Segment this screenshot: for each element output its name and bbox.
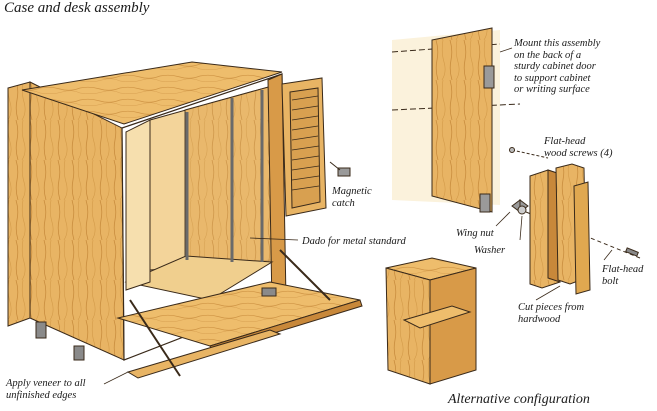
bracket-top [483,65,495,89]
screw-head-icon [509,147,515,153]
desk-support-arm-right [279,249,331,301]
cabinet-inner-right [184,85,273,271]
magnetic-catch-label: Magnetic catch [332,186,372,209]
hinge-desk [261,287,277,297]
mount-label: Mount this assembly on the back of a stu… [514,38,601,95]
wing-nut-label: Wing nut [456,228,494,239]
veneer-strip [126,329,282,379]
cut-pieces-label: Cut pieces from hardwood [518,302,585,325]
main-title: Case and desk assembly [4,0,150,16]
hardwood-pieces [529,163,591,295]
hinge-left [35,321,47,339]
dado-label: Dado for metal standard [302,236,406,247]
cabinet-top [21,61,283,125]
bracket-bottom [479,193,491,213]
door-mount-detail [391,27,521,213]
cabinet-assembly [7,61,363,379]
louvered-door [281,77,327,217]
desk-support-arm-left [129,299,181,377]
magnetic-catch-icon [329,161,351,177]
alternative-shelf [385,257,477,385]
hardware [509,147,641,259]
cabinet-bottom [124,255,274,301]
cabinet-inner-left [125,119,151,291]
hinge-bottom [73,345,85,361]
veneer-label: Apply veneer to all unfinished edges [6,378,86,401]
washer-label: Washer [474,245,506,256]
washer-icon [517,205,527,215]
cabinet-door-panel [431,27,493,213]
cabinet-left-side [29,81,125,361]
bolt-icon [625,247,639,257]
alternative-title: Alternative configuration [448,392,590,407]
screws-label: Flat-head wood screws (4) [544,136,613,159]
left-side-panel [7,81,31,327]
bolt-label: Flat-head bolt [602,264,644,287]
screw-line [511,149,549,159]
leader-lines [103,47,613,385]
